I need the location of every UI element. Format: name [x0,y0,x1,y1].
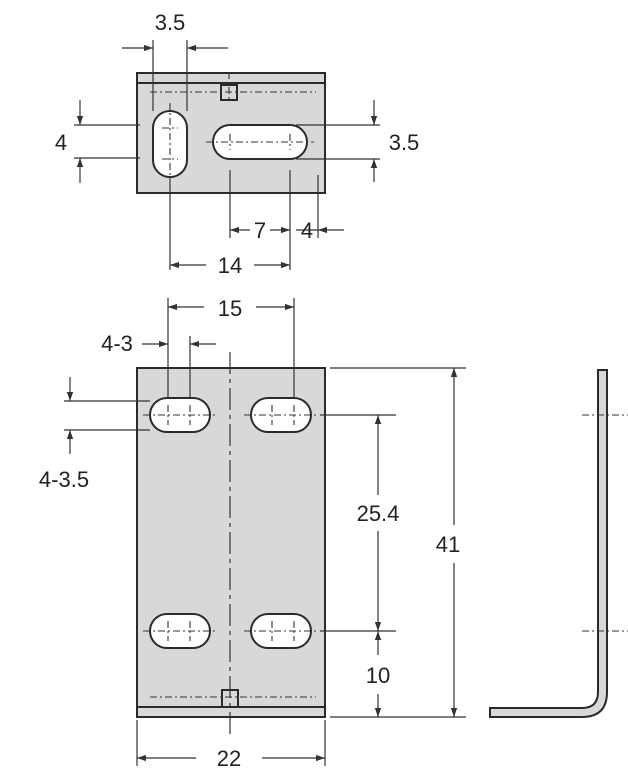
top-slot-length-label: 4 [55,130,67,155]
front-vertical-pitch-label: 25.4 [357,501,400,526]
front-height-label: 41 [436,532,460,557]
front-view: 15 4-3 4-3.5 25.4 10 41 22 [39,296,466,768]
front-bottom-offset-label: 10 [366,663,390,688]
top-horizontal-slot-height-label: 3.5 [389,130,420,155]
front-width-label: 22 [217,746,241,768]
front-plate-flange [136,706,326,718]
side-view [489,369,628,718]
front-hole-length-label: 4-3.5 [39,467,89,492]
top-slot-travel-label: 7 [254,218,266,243]
top-view: 3.5 4 3.5 7 4 14 [55,10,419,278]
front-hole-pitch-label: 15 [218,296,242,321]
top-slot-width-label: 3.5 [155,10,186,35]
top-slot-spacing-label: 14 [218,253,242,278]
top-plate-flange [136,72,326,84]
top-horizontal-slot-offset-label: 4 [301,218,313,243]
side-profile [489,369,608,718]
front-hole-width-label: 4-3 [101,331,133,356]
